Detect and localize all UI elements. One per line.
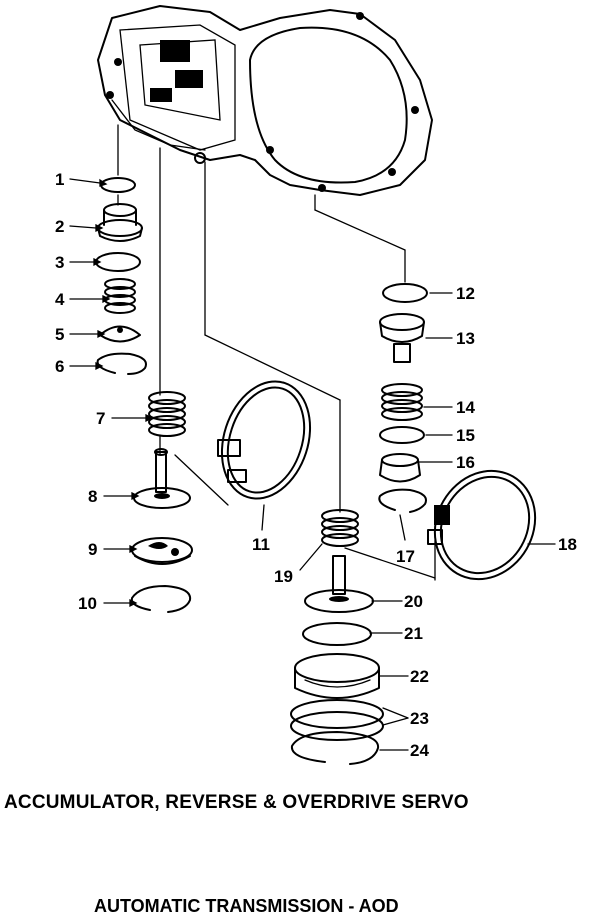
callout-11: 11	[252, 535, 270, 554]
callout-22: 22	[410, 667, 429, 686]
diagram-title: ACCUMULATOR, REVERSE & OVERDRIVE SERVO	[4, 792, 469, 813]
callout-5: 5	[55, 325, 64, 344]
callout-labels: 1 2 3 4 5 6 7 8 9 10 11 12 13 14 15 16 1…	[55, 170, 577, 760]
accumulator-stack	[95, 177, 147, 375]
overdrive-servo-stack	[378, 283, 428, 513]
callout-20: 20	[404, 592, 423, 611]
callout-6: 6	[55, 357, 64, 376]
callout-leaders	[69, 178, 556, 751]
lower-servo-stack	[290, 509, 384, 765]
callout-19: 19	[274, 567, 293, 586]
callout-21: 21	[404, 624, 423, 643]
reverse-servo-stack	[130, 391, 193, 613]
reverse-band	[217, 380, 312, 500]
callout-7: 7	[96, 409, 105, 428]
callout-10: 10	[78, 594, 97, 613]
callout-16: 16	[456, 453, 475, 472]
callout-14: 14	[456, 398, 475, 417]
callout-4: 4	[55, 290, 65, 309]
part-1-seal	[100, 177, 136, 193]
callout-12: 12	[456, 284, 475, 303]
overdrive-band	[427, 469, 537, 581]
callout-8: 8	[88, 487, 97, 506]
callout-15: 15	[456, 426, 475, 445]
callout-23: 23	[410, 709, 429, 728]
callout-3: 3	[55, 253, 64, 272]
transmission-case	[97, 5, 433, 196]
assembly-lines	[117, 124, 436, 581]
callout-24: 24	[410, 741, 429, 760]
callout-1: 1	[55, 170, 64, 189]
diagram-subtitle: AUTOMATIC TRANSMISSION - AOD	[94, 896, 399, 916]
callout-2: 2	[55, 217, 64, 236]
callout-13: 13	[456, 329, 475, 348]
callout-17: 17	[396, 547, 415, 566]
callout-9: 9	[88, 540, 97, 559]
callout-18: 18	[558, 535, 577, 554]
